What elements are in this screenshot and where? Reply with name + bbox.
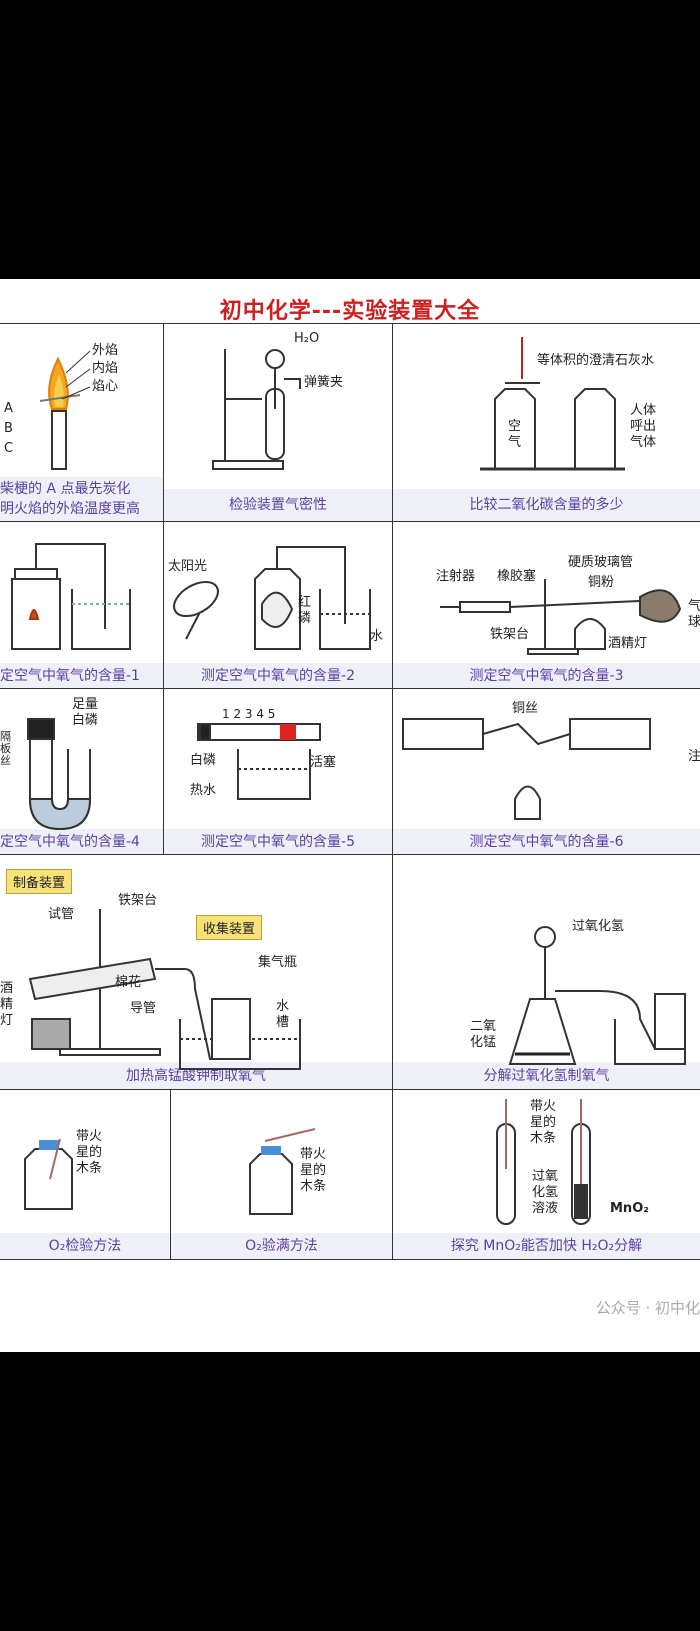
label-yingzhi: 硬质玻璃管	[568, 555, 634, 570]
tag-zhibei: 制备装置	[6, 869, 73, 894]
label-neiyan: 内焰	[92, 361, 119, 376]
apparatus-illustrations	[11, 337, 686, 1225]
label-a: A	[4, 401, 13, 416]
co2-bottles-diagram	[480, 337, 625, 471]
h-line-bottom	[0, 1259, 700, 1260]
label-tiejiatai: 铁架台	[490, 627, 530, 642]
h2o2-setup-diagram	[508, 926, 686, 1065]
v-line-2	[392, 323, 393, 1259]
oxygen-3-diagram	[440, 579, 682, 655]
label-taiyangguang: 太阳光	[168, 559, 208, 574]
caption-r1c2: 检验装置气密性	[164, 489, 392, 521]
kmno4-setup-diagram	[28, 909, 301, 1070]
label-daihuo3: 带火 星的 木条	[530, 1099, 557, 1146]
caption-r1c3: 比较二氧化碳含量的多少	[393, 489, 700, 521]
caption-r2c1: 定空气中氧气的含量-1	[0, 663, 163, 688]
label-tongsi: 铜丝	[512, 701, 539, 716]
o2-test-diagram	[24, 1138, 73, 1210]
label-bailin: 白磷	[190, 753, 217, 768]
label-cuts: 隔 板 丝	[0, 730, 11, 767]
candle-flame-diagram	[39, 350, 91, 470]
label-shiguan: 试管	[48, 907, 75, 922]
h-line-top	[0, 323, 700, 324]
airtight-check-diagram	[212, 349, 301, 470]
label-guoyanghuaqing: 过氧化氢	[572, 919, 625, 934]
h-line-r3	[0, 854, 700, 855]
label-scale: 1 2 3 4 5	[222, 707, 276, 721]
caption-r4c2: 分解过氧化氢制氧气	[393, 1062, 700, 1089]
caption-r5c3: 探究 MnO₂能否加快 H₂O₂分解	[393, 1233, 700, 1259]
label-reshui: 热水	[190, 783, 217, 798]
watermark: 公众号 · 初中化	[595, 1299, 700, 1317]
label-guoyang: 过氧 化氢 溶液	[532, 1169, 559, 1216]
label-honglin: 红 磷	[298, 595, 312, 626]
label-kongqi: 空 气	[508, 419, 522, 450]
caption-r4c1: 加热高锰酸钾制取氧气	[0, 1062, 392, 1089]
h-line-r2	[0, 688, 700, 689]
v-line-3	[170, 1089, 171, 1259]
label-c: C	[4, 441, 14, 456]
oxygen-5-diagram	[197, 723, 321, 800]
oxygen-4-diagram	[27, 718, 92, 831]
mno2-test-diagram	[496, 1099, 591, 1225]
label-tiejiatai2: 铁架台	[118, 893, 158, 908]
h-line-r1	[0, 521, 700, 522]
label-yanxin: 焰心	[92, 379, 119, 394]
label-qiu: 气 球	[688, 599, 700, 630]
label-zhusheqi: 注射器	[436, 569, 476, 584]
caption-r3c1: 定空气中氧气的含量-4	[0, 829, 163, 854]
label-daihuo2: 带火 星的 木条	[300, 1147, 327, 1194]
v-line-1	[163, 323, 164, 854]
o2-full-diagram	[249, 1128, 316, 1215]
label-jiujingdeng2: 酒 精 灯	[0, 981, 14, 1028]
h-line-r4	[0, 1089, 700, 1090]
oxygen-2-diagram	[173, 546, 371, 650]
label-waiyan: 外焰	[92, 343, 119, 358]
label-xiangjiaosai: 橡胶塞	[497, 569, 537, 584]
label-eryanghuameng: 二氧 化锰	[470, 1019, 497, 1050]
label-zhu: 注	[688, 749, 700, 764]
caption-r3c3: 测定空气中氧气的含量-6	[393, 829, 700, 854]
page-title: 初中化学---实验装置大全	[219, 299, 481, 324]
label-daoguan: 导管	[130, 1001, 157, 1016]
label-zuliang: 足量 白磷	[72, 697, 99, 728]
label-h2o: H₂O	[294, 331, 320, 346]
label-renti: 人体 呼出 气体	[630, 403, 657, 450]
caption-r2c3: 测定空气中氧气的含量-3	[393, 663, 700, 688]
label-daihuo1: 带火 星的 木条	[76, 1129, 103, 1176]
chart-sheet: 初中化学---实验装置大全 柴梗的 A 点最先炭化 明火焰的外焰温度更高 检验装…	[0, 279, 700, 1352]
label-tanhuangjia: 弹簧夹	[304, 375, 344, 390]
label-mianhua: 棉花	[115, 975, 142, 990]
label-chengqing: 等体积的澄清石灰水	[537, 353, 655, 368]
caption-r3c2: 测定空气中氧气的含量-5	[164, 829, 392, 854]
oxygen-6-diagram	[402, 718, 651, 820]
caption-r2c2: 测定空气中氧气的含量-2	[164, 663, 392, 688]
label-huosai: 活塞	[310, 755, 337, 770]
label-jiujingdeng: 酒精灯	[608, 636, 648, 651]
label-shuicao: 水 槽	[276, 999, 290, 1030]
caption-r1c1: 柴梗的 A 点最先炭化 明火焰的外焰温度更高	[0, 477, 163, 521]
caption-r5c1: O₂检验方法	[0, 1233, 170, 1259]
label-mno2: MnO₂	[610, 1201, 649, 1216]
tag-shouji: 收集装置	[196, 915, 263, 940]
label-jiqiping: 集气瓶	[258, 955, 298, 970]
label-shui: 水	[370, 629, 384, 644]
oxygen-1-diagram	[11, 543, 131, 650]
label-b: B	[4, 421, 13, 436]
label-tongfen: 铜粉	[588, 575, 615, 590]
caption-r5c2: O₂验满方法	[171, 1233, 392, 1259]
